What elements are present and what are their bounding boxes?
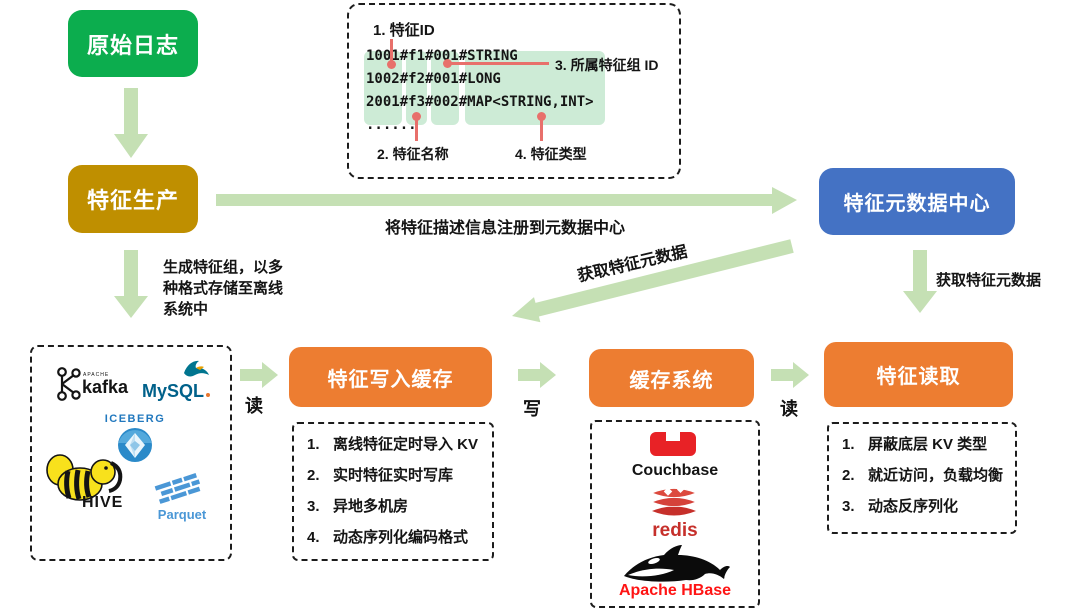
callout-feature-id: 1. 特征ID: [373, 22, 435, 39]
mysql-logo: MySQL: [142, 360, 210, 401]
svg-text:APACHE: APACHE: [83, 372, 109, 378]
svg-text:MySQL: MySQL: [142, 381, 204, 401]
code-line: 2001#f3#002#MAP<STRING,INT>: [366, 94, 594, 110]
hbase-label: Apache HBase: [618, 582, 732, 599]
callout-feature-group: 3. 所属特征组 ID: [555, 57, 659, 73]
kafka-logo: APACHE kafka: [57, 367, 129, 401]
cache-systems-panel: Couchbase redis Apache HBase: [590, 420, 760, 608]
node-metadata-center: 特征元数据中心: [819, 168, 1015, 235]
write-cache-point: 异地多机房: [307, 496, 409, 517]
hive-logo: HIVE: [46, 454, 123, 511]
arrow-read-cache: [771, 362, 809, 388]
callout-line-feature-group: [449, 62, 549, 65]
read-points-list: 屏蔽底层 KV 类型就近访问，负载均衡动态反序列化: [829, 424, 1015, 517]
callout-line-feature-name: [415, 117, 418, 141]
label-read-2: 读: [780, 399, 798, 419]
callout-dot-feature-id: [387, 60, 396, 69]
code-line: ......: [366, 117, 417, 133]
couchbase-label: Couchbase: [631, 462, 719, 479]
label-write-1: 写: [523, 399, 541, 419]
svg-text:kafka: kafka: [82, 377, 129, 397]
node-cache-system: 缓存系统: [589, 349, 754, 407]
arrow-feature-production-to-offline: [114, 250, 148, 318]
read-point: 屏蔽底层 KV 类型: [842, 434, 988, 455]
svg-text:HIVE: HIVE: [82, 494, 123, 511]
write-cache-point: 实时特征实时写库: [307, 465, 454, 486]
feature-id-code-panel: 1. 特征ID 1001#f1#001#STRING 1002#f2#001#LO…: [347, 3, 681, 179]
code-line: 1001#f1#001#STRING: [366, 48, 518, 64]
read-point: 就近访问，负载均衡: [842, 465, 1004, 486]
write-cache-points-panel: 离线特征定时导入 KV 实时特征实时写库异地多机房动态序列化编码格式: [292, 422, 494, 561]
arrow-register-to-metadata: [216, 187, 797, 214]
node-feature-production: 特征生产: [68, 165, 198, 233]
callout-line-feature-type: [540, 117, 543, 141]
code-line: 1002#f2#001#LONG: [366, 71, 501, 87]
arrow-raw-logs-to-feature-production: [114, 88, 148, 158]
label-read-1: 读: [245, 396, 263, 416]
write-cache-points-list: 离线特征定时导入 KV 实时特征实时写库异地多机房动态序列化编码格式: [294, 424, 492, 548]
label-generate-feature-groups: 生成特征组，以多种格式存储至离线系统中: [163, 259, 284, 318]
callout-dot-feature-type: [537, 112, 546, 121]
arrow-metadata-down: [903, 250, 937, 313]
label-get-metadata-down: 获取特征元数据: [936, 272, 1042, 289]
write-cache-point: 离线特征定时导入 KV: [307, 434, 479, 455]
read-point: 动态反序列化: [842, 496, 959, 517]
label-register-to-metadata: 将特征描述信息注册到元数据中心: [384, 220, 625, 237]
offline-systems-panel: APACHE kafka MySQL ICEBERG HIVE: [30, 345, 232, 561]
write-cache-point: 动态序列化编码格式: [307, 527, 469, 548]
parquet-logo: [154, 473, 201, 504]
callout-dot-feature-name: [412, 112, 421, 121]
node-feature-read: 特征读取: [824, 342, 1013, 407]
callout-feature-type: 4. 特征类型: [515, 146, 587, 162]
iceberg-label: ICEBERG: [104, 413, 166, 425]
redis-label: redis: [652, 520, 698, 541]
arrow-read-offline: [240, 362, 278, 388]
callout-feature-name: 2. 特征名称: [377, 146, 449, 162]
hbase-orca-icon: [624, 545, 730, 582]
callout-dot-feature-group: [443, 59, 452, 68]
node-raw-logs: 原始日志: [68, 10, 198, 77]
feature-id-code-lines: 1001#f1#001#STRING 1002#f2#001#LONG 2001#f…: [366, 45, 594, 137]
couchbase-icon: [650, 432, 696, 456]
callout-line-feature-id: [390, 39, 393, 63]
arrow-get-metadata-diagonal: [512, 239, 794, 323]
read-points-panel: 屏蔽底层 KV 类型就近访问，负载均衡动态反序列化: [827, 422, 1017, 534]
redis-icon: [650, 486, 698, 516]
highlight-feature-name-column: [406, 51, 427, 125]
arrow-write-cache: [518, 362, 556, 388]
parquet-label: Parquet: [157, 507, 207, 522]
iceberg-logo: [118, 428, 152, 462]
node-feature-write-cache: 特征写入缓存: [289, 347, 492, 407]
